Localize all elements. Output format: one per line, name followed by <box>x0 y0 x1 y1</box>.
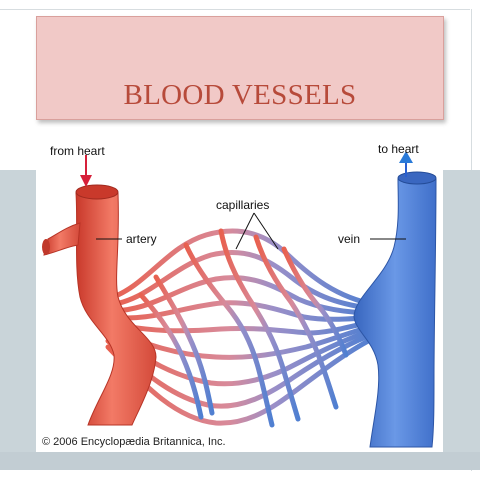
vein-vessel <box>353 171 437 448</box>
slide-top-rule <box>0 9 470 10</box>
copyright-text: © 2006 Encyclopædia Britannica, Inc. <box>42 436 226 448</box>
to-heart-label: to heart <box>378 142 419 156</box>
slide-footer-strip <box>0 452 480 470</box>
slide-title: BLOOD VESSELS <box>123 79 357 111</box>
blood-vessels-diagram: from heart to heart capillaries artery v… <box>36 127 443 452</box>
artery-label: artery <box>126 232 157 246</box>
from-heart-label: from heart <box>50 144 105 158</box>
capillaries-leader-line-2 <box>253 212 279 250</box>
vein-label: vein <box>338 232 360 246</box>
capillaries-leader-line-1 <box>235 212 255 250</box>
slide-band-right <box>443 170 480 462</box>
capillary-network <box>105 228 379 428</box>
artery-vessel <box>42 184 157 426</box>
arrow-down-icon <box>80 155 92 187</box>
capillaries-label: capillaries <box>216 198 269 212</box>
title-box: BLOOD VESSELS <box>36 16 444 120</box>
arrow-up-icon <box>399 151 413 177</box>
slide-band-left <box>0 170 36 462</box>
